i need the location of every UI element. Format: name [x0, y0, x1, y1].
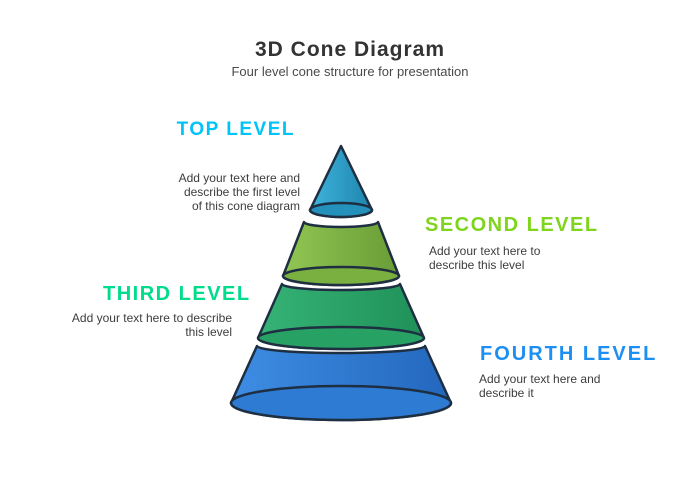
description-line: Add your text here to describe — [71, 311, 232, 325]
level-3-label: THIRD LEVEL — [103, 283, 251, 305]
diagram-title: 3D Cone Diagram — [254, 38, 446, 61]
level-3-description: Add your text here to describe this leve… — [72, 311, 232, 339]
level-1-description: Add your text here and describe the firs… — [179, 171, 300, 213]
cone-level-4-rim — [229, 384, 453, 422]
diagram-subtitle: Four level cone structure for presentati… — [231, 64, 469, 79]
cone-levels — [229, 144, 453, 422]
description-line: of this cone diagram — [191, 199, 300, 213]
level-4-label: FOURTH LEVEL — [480, 343, 658, 365]
description-line: Add your text here to — [429, 244, 541, 258]
level-1-label: TOP LEVEL — [176, 119, 295, 140]
description-line: describe this level — [429, 258, 525, 272]
description-line: Add your text here and — [178, 171, 300, 185]
description-line: this level — [185, 325, 232, 339]
cone-level-1-rim — [308, 201, 374, 219]
level-4-description: Add your text here and describe it — [479, 372, 600, 400]
description-line: describe the first level — [183, 185, 300, 199]
level-2-description: Add your text here to describe this leve… — [429, 244, 540, 272]
cone-level-2-rim — [281, 265, 401, 287]
description-line: Add your text here and — [479, 372, 601, 386]
level-2-label: SECOND LEVEL — [425, 214, 599, 236]
description-line: describe it — [479, 386, 534, 400]
cone-level-3-rim — [256, 325, 426, 351]
